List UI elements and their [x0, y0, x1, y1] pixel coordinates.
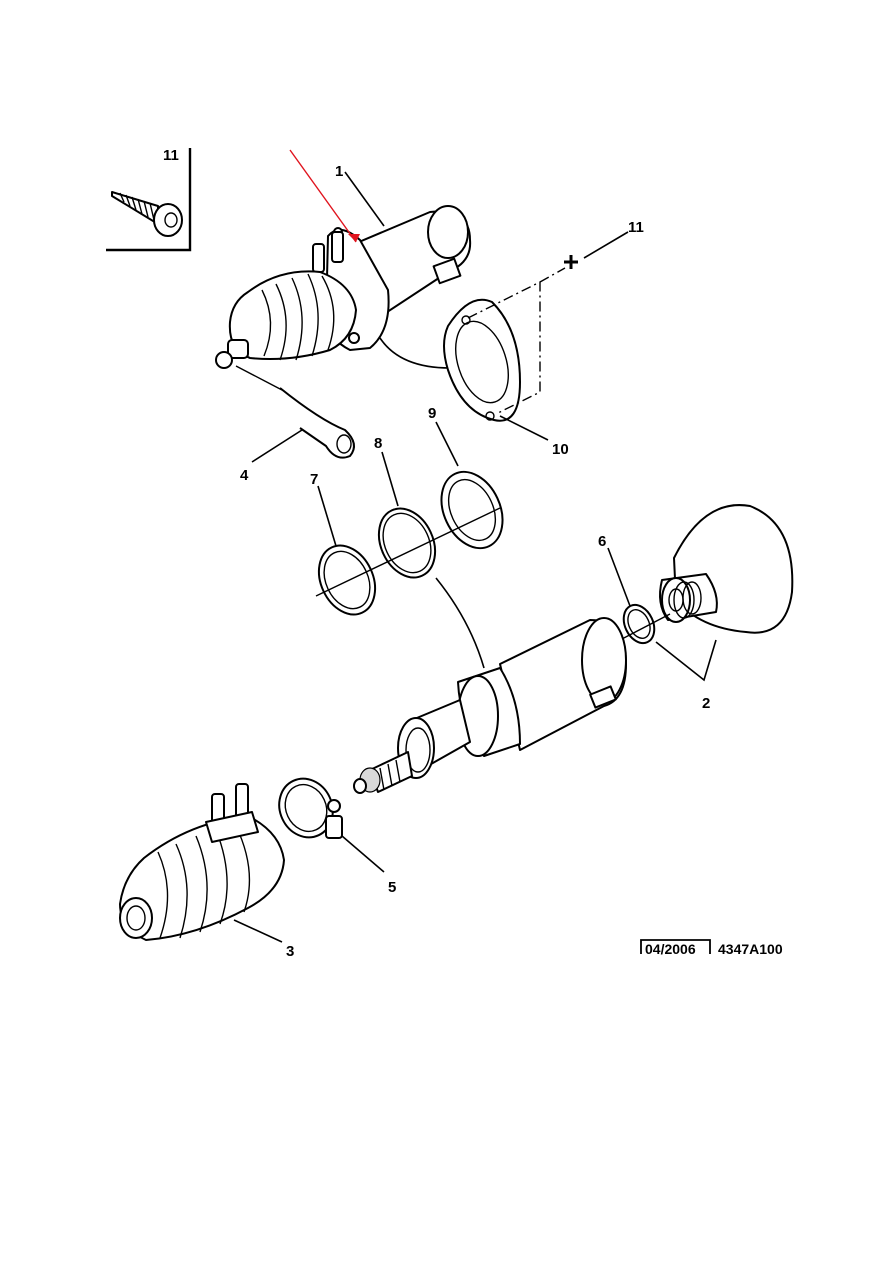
- label-11-main: 11: [628, 219, 644, 236]
- seal-9: [440, 470, 504, 550]
- plus-icon: [564, 255, 578, 269]
- reference-code: 4347A100: [718, 941, 783, 957]
- screw-icon: [111, 191, 183, 237]
- label-10: 10: [552, 441, 569, 458]
- accumulator-sphere: [659, 504, 794, 634]
- annotation-red-line: [289, 149, 357, 243]
- hose-clamp-5: [278, 777, 343, 839]
- label-11-inset: 11: [163, 147, 179, 164]
- slave-cylinder-top: [215, 205, 472, 369]
- label-3: 3: [286, 943, 294, 960]
- label-2: 2: [702, 695, 710, 712]
- reference-block: 04/2006 4347A100: [640, 939, 783, 957]
- reference-date: 04/2006: [645, 941, 696, 957]
- seal-7: [317, 544, 377, 616]
- boot-3: [119, 783, 285, 941]
- label-8: 8: [374, 435, 382, 452]
- label-4: 4: [240, 467, 249, 484]
- label-5: 5: [388, 879, 396, 896]
- inset-screw-box: 11: [106, 147, 192, 252]
- slave-cylinder-bottom: [353, 617, 627, 794]
- label-6: 6: [598, 533, 606, 550]
- clip-4: [235, 365, 355, 459]
- label-7: 7: [310, 471, 318, 488]
- gasket-10: [443, 298, 521, 422]
- label-1: 1: [335, 163, 343, 180]
- annotation-red-arrow: [348, 234, 360, 242]
- label-9: 9: [428, 405, 436, 422]
- seal-8: [377, 507, 437, 579]
